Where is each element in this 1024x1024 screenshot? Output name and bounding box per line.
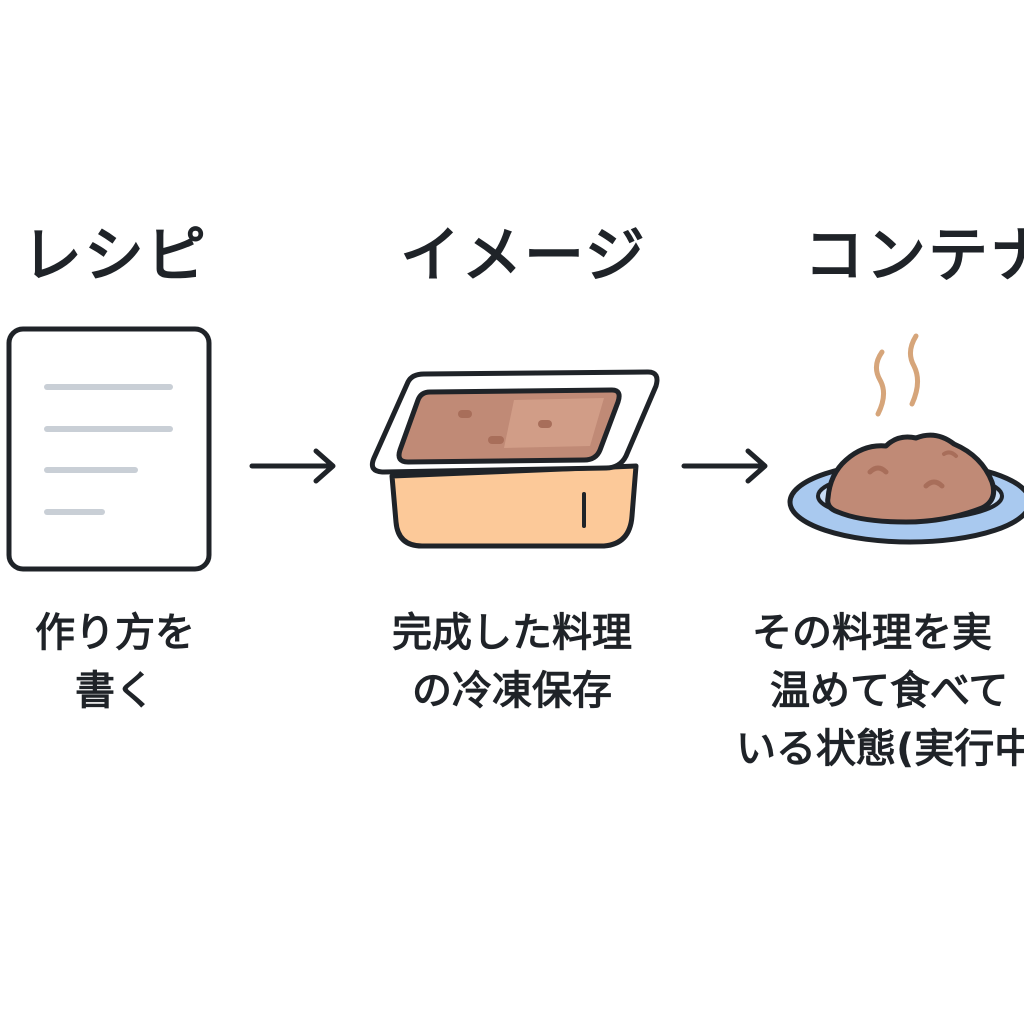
recipe-document-icon (6, 326, 212, 572)
arrow-right-icon (249, 448, 336, 484)
step-title-image: イメージ (400, 221, 647, 291)
caption-line: 完成した料理 (392, 610, 632, 656)
arrow-right-icon (681, 448, 768, 484)
step-caption-container: その料理を実 温めて食べて いる状態(実行中 (736, 604, 1024, 778)
caption-line: その料理を実 (752, 610, 992, 656)
caption-line: の冷凍保存 (412, 668, 612, 714)
step-caption-recipe: 作り方を 書く (20, 604, 210, 720)
step-caption-image: 完成した料理 の冷凍保存 (372, 604, 652, 720)
caption-line: 書く (75, 668, 155, 714)
hot-meal-plate-icon (787, 333, 1024, 545)
step-title-recipe: レシピ (22, 221, 208, 291)
caption-line: いる状態(実行中 (736, 726, 1024, 772)
caption-line: 作り方を (35, 610, 195, 656)
step-title-container: コンテナ (804, 221, 1024, 291)
caption-line: 温めて食べて (770, 668, 1009, 714)
frozen-meal-container-icon (369, 369, 660, 549)
